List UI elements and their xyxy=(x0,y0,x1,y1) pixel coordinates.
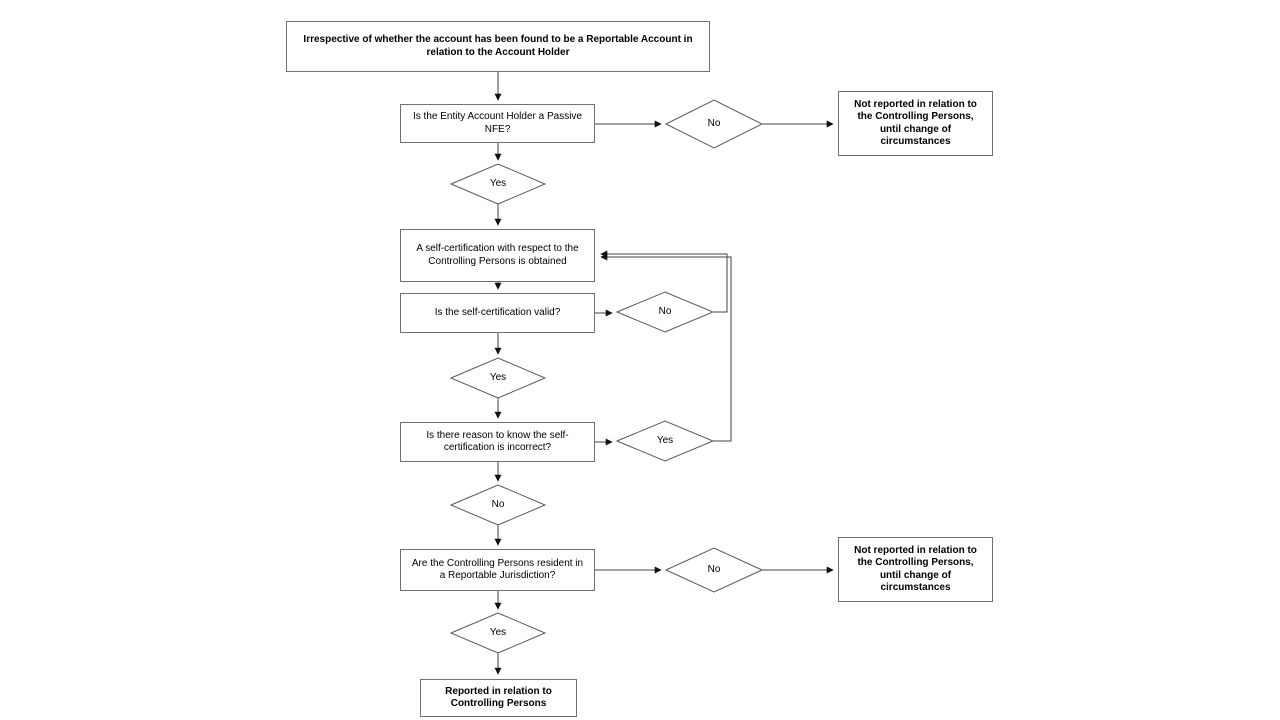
diamond-reason-no xyxy=(449,484,547,526)
decision-label-valid-no: No xyxy=(658,306,672,317)
diamond-reason-yes xyxy=(615,420,715,462)
diamond-passive-nfe-yes xyxy=(449,163,547,205)
decision-label-reason-no: No xyxy=(491,499,505,510)
decision-label-passive-nfe-no: No xyxy=(707,118,721,129)
connector-valid-no-feedback xyxy=(600,250,728,313)
diamond-jurisdiction-no xyxy=(664,547,764,593)
decision-label-reason-yes: Yes xyxy=(656,435,674,446)
diamond-passive-nfe-no xyxy=(664,99,764,149)
decision-label-valid-yes: Yes xyxy=(489,372,507,383)
node-jurisdiction-question: Are the Controlling Persons resident in … xyxy=(400,549,595,591)
decision-label-passive-nfe-yes: Yes xyxy=(489,178,507,189)
node-valid-question: Is the self-certification valid? xyxy=(400,293,595,333)
node-self-certification: A self-certification with respect to the… xyxy=(400,229,595,282)
diamond-valid-no xyxy=(615,291,715,333)
decision-label-jurisdiction-no: No xyxy=(707,564,721,575)
connector-reason-yes-feedback xyxy=(600,253,732,442)
node-not-reported-top: Not reported in relation to the Controll… xyxy=(838,91,993,156)
node-start: Irrespective of whether the account has … xyxy=(286,21,710,72)
diamond-jurisdiction-yes xyxy=(449,612,547,654)
node-not-reported-bottom: Not reported in relation to the Controll… xyxy=(838,537,993,602)
node-reported: Reported in relation to Controlling Pers… xyxy=(420,679,577,717)
node-reason-question: Is there reason to know the self-certifi… xyxy=(400,422,595,462)
diamond-valid-yes xyxy=(449,357,547,399)
node-passive-nfe-question: Is the Entity Account Holder a Passive N… xyxy=(400,104,595,143)
decision-label-jurisdiction-yes: Yes xyxy=(489,627,507,638)
